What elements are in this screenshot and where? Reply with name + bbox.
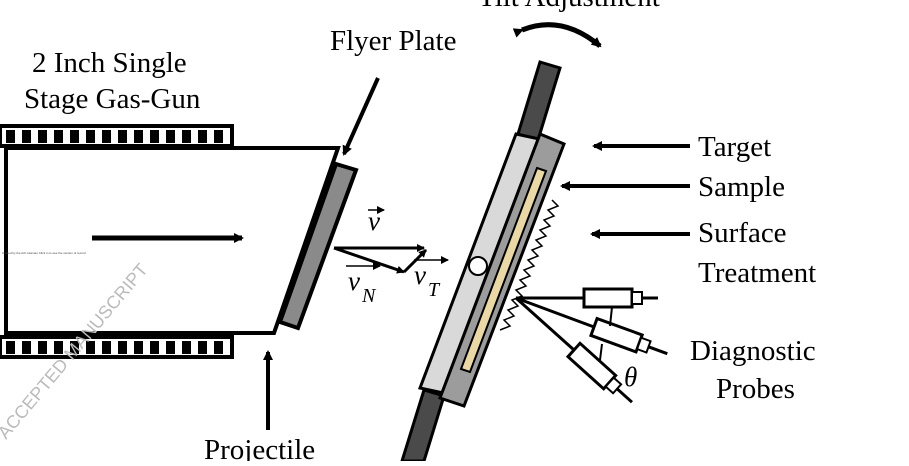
surface-treatment-texture (499, 199, 560, 331)
target-label: Target (698, 131, 771, 163)
target-pin (468, 256, 488, 276)
surface-treatment-label-line2: Treatment (698, 257, 816, 289)
svg-text:N: N (361, 285, 377, 307)
svg-text:v: v (414, 260, 426, 290)
barrel-bottom-stripes (0, 335, 234, 359)
velocity-vt-label: v T (414, 256, 449, 301)
flyer-plate-pointer-arrow (342, 77, 380, 156)
sample-label: Sample (698, 171, 785, 203)
diagnostic-probe-1 (582, 287, 658, 309)
svg-text:v: v (348, 266, 360, 296)
tiny-overlay-note: Copied by the Ach tolaman Click in to se… (2, 251, 86, 255)
target-rod-bottom (399, 388, 446, 463)
velocity-vn-arrow (333, 246, 405, 274)
diagnostic-probe-2 (588, 316, 668, 356)
diagnostic-probes: θ (514, 287, 668, 404)
tilt-adjustment-arrow (512, 22, 602, 48)
flyer-plate (277, 161, 359, 331)
gas-gun-label-line2: Stage Gas-Gun (24, 83, 201, 115)
velocity-vectors: v v N v T (333, 206, 449, 307)
probe-angle-bracket (609, 306, 613, 327)
surface-treatment-label-line1: Surface (698, 217, 787, 249)
target-assembly (399, 60, 566, 463)
gas-gun-label-line1: 2 Inch Single (32, 47, 187, 79)
tilt-adjustment-label: Tilt Adjustment (478, 0, 660, 13)
svg-text:T: T (428, 279, 441, 301)
projectile-label: Projectile (204, 434, 315, 461)
barrel-top-stripes (0, 124, 234, 148)
sample (459, 166, 548, 374)
diagnostic-probes-label-line1: Diagnostic (690, 335, 816, 367)
velocity-vn-label: v N (346, 262, 381, 307)
theta-label: θ (624, 362, 637, 392)
probe-angle-bracket-2 (599, 343, 603, 361)
diagnostic-probes-label-line2: Probes (716, 373, 795, 405)
gas-gun-barrel (0, 124, 341, 359)
flyer-plate-label: Flyer Plate (330, 25, 456, 57)
target-rod-top (516, 60, 562, 142)
velocity-vt-arrow (402, 248, 428, 274)
diagnostic-probe-3 (565, 341, 633, 404)
